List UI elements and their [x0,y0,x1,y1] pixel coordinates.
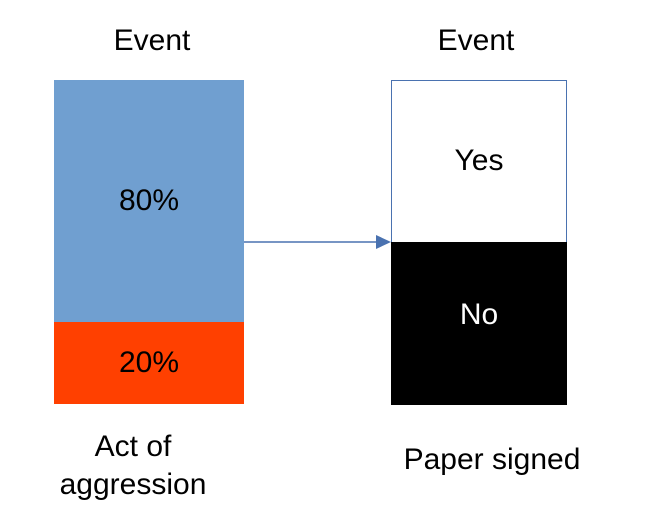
left-bar-top-label: 80% [118,184,180,217]
left-bar-top-segment: 80% [54,80,244,322]
left-bar-caption: Act of aggression [22,428,244,504]
right-bar-caption: Paper signed [403,443,581,476]
left-bar-caption-line1: Act of [94,430,172,463]
right-bar-top-segment: Yes [391,80,567,242]
left-bar-bottom-label: 20% [118,346,180,379]
right-bar-bottom-label: No [459,297,499,331]
right-bar-top-label: Yes [454,143,504,177]
right-bar-title: Event [437,24,515,57]
left-bar-caption-line2: aggression [59,468,207,501]
left-bar-title: Event [113,24,191,57]
connector-arrowhead [376,235,391,249]
right-bar-bottom-segment: No [391,242,567,405]
left-bar-bottom-segment: 20% [54,322,244,404]
